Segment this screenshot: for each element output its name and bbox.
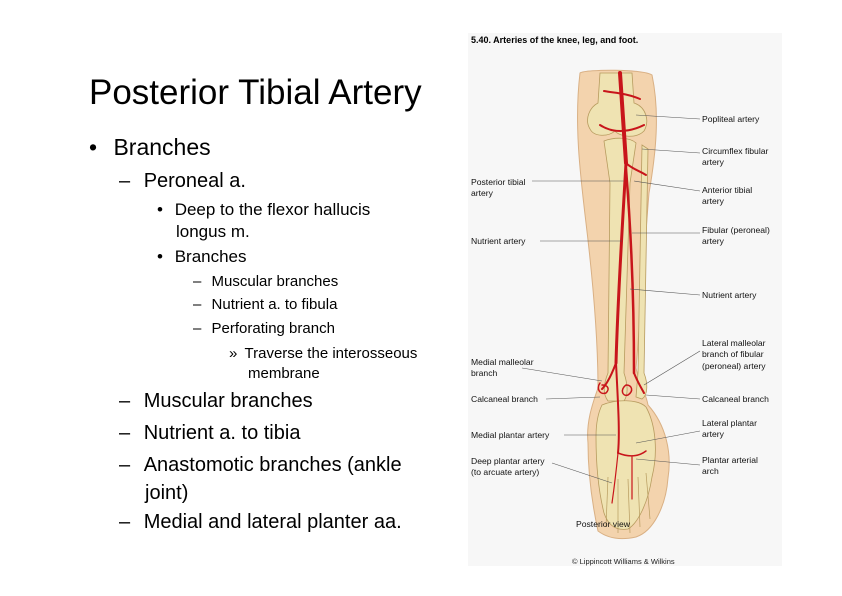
bullet-text-peroneal: Peroneal a. <box>143 170 246 192</box>
bullet-text-deep-cont: longus m. <box>176 222 250 241</box>
bullet-level5: » Traverse the interosseous <box>229 344 417 363</box>
bullet-text-muscular: Muscular branches <box>143 390 313 412</box>
label-circumflex-fibular: Circumflex fibular <box>702 146 769 156</box>
bullet-level2: – Nutrient a. to tibia <box>119 421 300 445</box>
label-medial-malleolar-2: branch <box>471 368 498 378</box>
bullet-marker: – <box>119 170 131 192</box>
label-fibular-artery-2: artery <box>702 236 724 246</box>
label-posterior-tibial: Posterior tibial <box>471 177 526 187</box>
label-posterior-view: Posterior view <box>576 519 630 529</box>
label-medial-malleolar: Medial malleolar <box>471 357 534 367</box>
bullet-text-deep: Deep to the flexor hallucis <box>174 200 371 219</box>
bullet-marker: • <box>157 200 163 219</box>
bullet-marker: – <box>119 422 131 444</box>
bullet-text-traverse: Traverse the interosseous <box>244 345 418 362</box>
bullet-marker: • <box>157 247 163 266</box>
bullet-level4: – Nutrient a. to fibula <box>193 295 337 315</box>
bullet-level4: – Muscular branches <box>193 272 338 292</box>
leader-lines <box>521 114 701 484</box>
bullet-marker: – <box>193 320 202 337</box>
bullet-marker: – <box>119 511 131 533</box>
label-plantar-arch: Plantar arterial <box>702 455 758 465</box>
bullet-text-traverse-cont: membrane <box>248 365 320 382</box>
anatomy-figure: 5.40. Arteries of the knee, leg, and foo… <box>468 33 782 566</box>
bullet-marker: – <box>193 273 202 290</box>
bullet-marker: – <box>119 454 131 476</box>
copyright-text: © Lippincott Williams & Wilkins <box>572 557 675 566</box>
bullet-level3: • Deep to the flexor hallucis <box>157 199 370 221</box>
bullet-level2: – Medial and lateral planter aa. <box>119 510 402 534</box>
bullet-text-anastomotic: Anastomotic branches (ankle <box>143 454 402 476</box>
bullet-level2: – Anastomotic branches (ankle <box>119 453 402 477</box>
label-popliteal-artery: Popliteal artery <box>702 114 760 124</box>
label-fibular-artery: Fibular (peroneal) <box>702 225 770 235</box>
bullet-text-nutrient-tibia: Nutrient a. to tibia <box>143 422 301 444</box>
bullet-marker: – <box>119 390 131 412</box>
label-circumflex-fibular-2: artery <box>702 157 724 167</box>
label-deep-plantar: Deep plantar artery <box>471 456 545 466</box>
label-lateral-plantar: Lateral plantar <box>702 418 757 428</box>
label-plantar-arch-2: arch <box>702 466 719 476</box>
bullet-marker: – <box>193 296 202 313</box>
label-anterior-tibial: Anterior tibial <box>702 185 753 195</box>
bullet-level4: – Perforating branch <box>193 319 335 339</box>
label-lateral-malleolar: Lateral malleolar <box>702 338 766 348</box>
label-anterior-tibial-2: artery <box>702 196 724 206</box>
label-lateral-malleolar-3: (peroneal) artery <box>702 361 766 371</box>
bullet-text-perforating: Perforating branch <box>211 320 335 337</box>
foot-bones <box>595 400 656 530</box>
bullet-text-branches: Branches <box>113 134 211 160</box>
slide-title: Posterior Tibial Artery <box>89 73 422 112</box>
label-deep-plantar-2: (to arcuate artery) <box>471 467 540 477</box>
bullet-marker: • <box>89 134 98 160</box>
bullet-marker: » <box>229 345 238 362</box>
fibula-bone <box>635 144 649 400</box>
bullet-text-plantar: Medial and lateral planter aa. <box>143 511 402 533</box>
label-lateral-malleolar-2: branch of fibular <box>702 349 764 359</box>
toe-bones <box>605 472 651 534</box>
label-nutrient-artery-right: Nutrient artery <box>702 290 757 300</box>
bullet-text-nutrient-fibula: Nutrient a. to fibula <box>211 296 338 313</box>
bullet-level1: • Branches <box>89 133 211 161</box>
label-posterior-tibial-2: artery <box>471 188 493 198</box>
label-lateral-plantar-2: artery <box>702 429 724 439</box>
bullet-level2: – Muscular branches <box>119 389 313 413</box>
label-calcaneal-left: Calcaneal branch <box>471 394 538 404</box>
figure-title: 5.40. Arteries of the knee, leg, and foo… <box>471 35 639 45</box>
label-nutrient-artery-left: Nutrient artery <box>471 236 526 246</box>
bullet-text-branches-sub: Branches <box>174 247 247 266</box>
label-calcaneal-right: Calcaneal branch <box>702 394 769 404</box>
leg-illustration <box>521 69 701 540</box>
bullet-text-muscular-sub: Muscular branches <box>211 273 339 290</box>
bullet-text-anastomotic-cont: joint) <box>145 482 189 504</box>
label-medial-plantar: Medial plantar artery <box>471 430 550 440</box>
artery-network <box>597 71 647 504</box>
bullet-level3: • Branches <box>157 246 247 268</box>
bullet-level2: – Peroneal a. <box>119 169 246 193</box>
